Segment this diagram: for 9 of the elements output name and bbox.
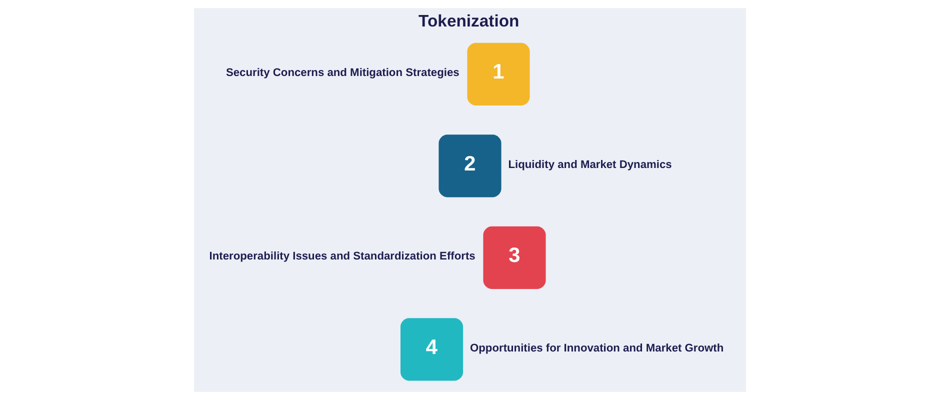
node-box: 2	[438, 134, 502, 198]
node-box: 3	[483, 226, 546, 289]
node-label: Opportunities for Innovation and Market Growth	[470, 342, 724, 354]
diagram-title: Tokenization	[418, 11, 520, 30]
node-label: Security Concerns and Mitigation Strategies	[226, 67, 460, 80]
node-label: Liquidity and Market Dynamics	[508, 158, 672, 171]
node-label: Interoperability Issues and Standardization Efforts	[209, 250, 476, 263]
node-box: 1	[467, 42, 530, 106]
node-box: 4	[400, 318, 464, 381]
